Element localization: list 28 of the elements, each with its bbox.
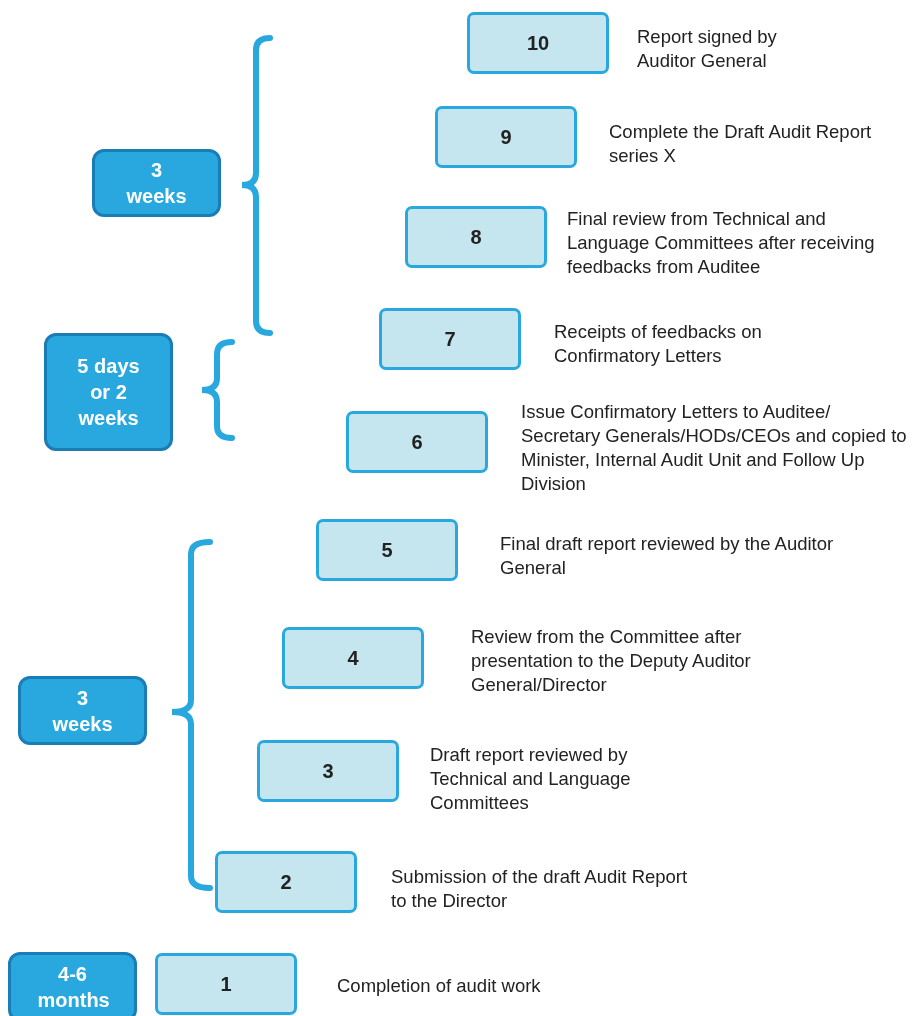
step-description: Final draft report reviewed by the Auditor General bbox=[500, 532, 835, 580]
step-number: 8 bbox=[470, 225, 482, 249]
step-description: Review from the Committee after presentation to the Deputy Auditor General/Director bbox=[471, 625, 752, 697]
step-number: 9 bbox=[500, 125, 512, 149]
step-description: Final review from Technical and Language Committees after receiving feedbacks from Auditee bbox=[567, 207, 876, 279]
step-description: Completion of audit work bbox=[337, 974, 542, 998]
step-description: Report signed by Auditor General bbox=[637, 25, 778, 73]
step-description: Draft report reviewed by Technical and Language Committees bbox=[430, 743, 632, 815]
step-number: 2 bbox=[280, 870, 292, 894]
duration-box bbox=[18, 676, 147, 745]
duration-label: 4-6 months bbox=[37, 962, 108, 1013]
step-description: Receipts of feedbacks on Confirmatory Letters bbox=[554, 320, 763, 368]
step-description: Issue Confirmatory Letters to Auditee/ Secretary Generals/HODs/CEOs and copied to Minister, Internal Audit Unit and Follow Up Division bbox=[521, 400, 908, 496]
step-description: Submission of the draft Audit Report to the Director bbox=[391, 865, 689, 913]
duration-box bbox=[44, 333, 173, 451]
duration-box bbox=[8, 952, 137, 1016]
step-number: 4 bbox=[347, 646, 359, 670]
step-number: 10 bbox=[526, 31, 550, 55]
step-number: 5 bbox=[381, 538, 393, 562]
step-number: 6 bbox=[411, 430, 423, 454]
step-number: 7 bbox=[444, 327, 456, 351]
duration-label: 3 weeks bbox=[51, 685, 114, 737]
duration-label: 3 weeks bbox=[125, 158, 188, 209]
step-number: 3 bbox=[322, 759, 334, 783]
step-description: Complete the Draft Audit Report series X bbox=[609, 120, 873, 168]
step-number: 1 bbox=[220, 972, 232, 996]
duration-box bbox=[92, 149, 221, 217]
duration-label: 5 days or 2 weeks bbox=[76, 354, 141, 431]
